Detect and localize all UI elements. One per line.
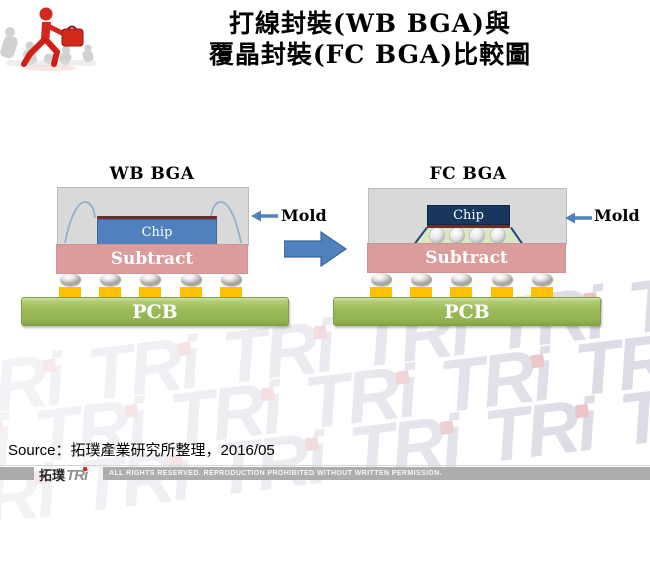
solder-ball xyxy=(100,273,121,286)
solder-ball xyxy=(140,273,161,286)
fc-substrate: Subtract xyxy=(367,243,566,273)
pcb-pad xyxy=(59,287,81,297)
wb-pcb: PCB xyxy=(21,297,289,326)
pcb-pad xyxy=(410,287,432,297)
wb-solder-balls xyxy=(57,273,249,286)
transition-arrow-icon xyxy=(284,230,348,268)
footer-left-block xyxy=(0,467,34,480)
fc-bga-label: FC BGA xyxy=(429,164,507,184)
pcb-pad xyxy=(531,287,553,297)
wb-die-attach-layer xyxy=(97,216,217,219)
fc-solder-balls xyxy=(368,273,567,286)
fc-chip: Chip xyxy=(427,205,510,225)
footer-bar: 拓璞TRi ALL RIGHTS RESERVED. REPRODUCTION … xyxy=(0,465,650,484)
footer-brand-logo: 拓璞TRi xyxy=(39,465,88,485)
watermark-glyph: TRi xyxy=(479,382,600,479)
page-title-line1: 打線封裝(WB BGA)與 xyxy=(229,9,511,38)
fc-die-attach-layer xyxy=(427,225,510,228)
copyright-notice: ALL RIGHTS RESERVED. REPRODUCTION PROHIB… xyxy=(103,467,650,480)
solder-ball xyxy=(181,273,202,286)
solder-ball xyxy=(411,273,432,286)
wb-bond-wires xyxy=(64,201,242,244)
solder-ball xyxy=(492,273,513,286)
brand-name-en: TRi xyxy=(66,467,88,484)
pcb-pad xyxy=(450,287,472,297)
wb-mold-pointer-arrow-icon xyxy=(251,210,278,222)
wb-chip: Chip xyxy=(97,219,217,245)
pcb-pad xyxy=(220,287,242,297)
page-title: 打線封裝(WB BGA)與 覆晶封裝(FC BGA)比較圖 xyxy=(90,8,650,70)
pcb-pad xyxy=(99,287,121,297)
watermark-glyph: TRi xyxy=(615,366,650,462)
brand-figure-logo xyxy=(0,7,96,71)
fc-mold-pointer-arrow-icon xyxy=(565,212,592,224)
brand-name-cn: 拓璞 xyxy=(39,468,66,483)
page-title-line2: 覆晶封裝(FC BGA)比較圖 xyxy=(208,40,532,69)
wb-mold-label: Mold xyxy=(281,206,327,225)
solder-ball xyxy=(60,273,81,286)
wb-substrate: Subtract xyxy=(56,244,248,274)
fc-mold-label: Mold xyxy=(594,206,640,225)
fc-pcb: PCB xyxy=(333,297,601,326)
pcb-pad xyxy=(370,287,392,297)
solder-ball xyxy=(371,273,392,286)
fc-underfill-and-bumps xyxy=(414,227,523,244)
wb-bga-label: WB BGA xyxy=(109,164,195,184)
wb-pcb-pads xyxy=(57,287,249,300)
solder-ball xyxy=(451,273,472,286)
source-note: Source：拓璞產業研究所整理，2016/05 xyxy=(8,442,275,459)
fc-pcb-pads xyxy=(368,287,567,300)
pcb-pad xyxy=(180,287,202,297)
pcb-pad xyxy=(491,287,513,297)
pcb-pad xyxy=(139,287,161,297)
solder-ball xyxy=(532,273,553,286)
solder-ball xyxy=(221,273,242,286)
